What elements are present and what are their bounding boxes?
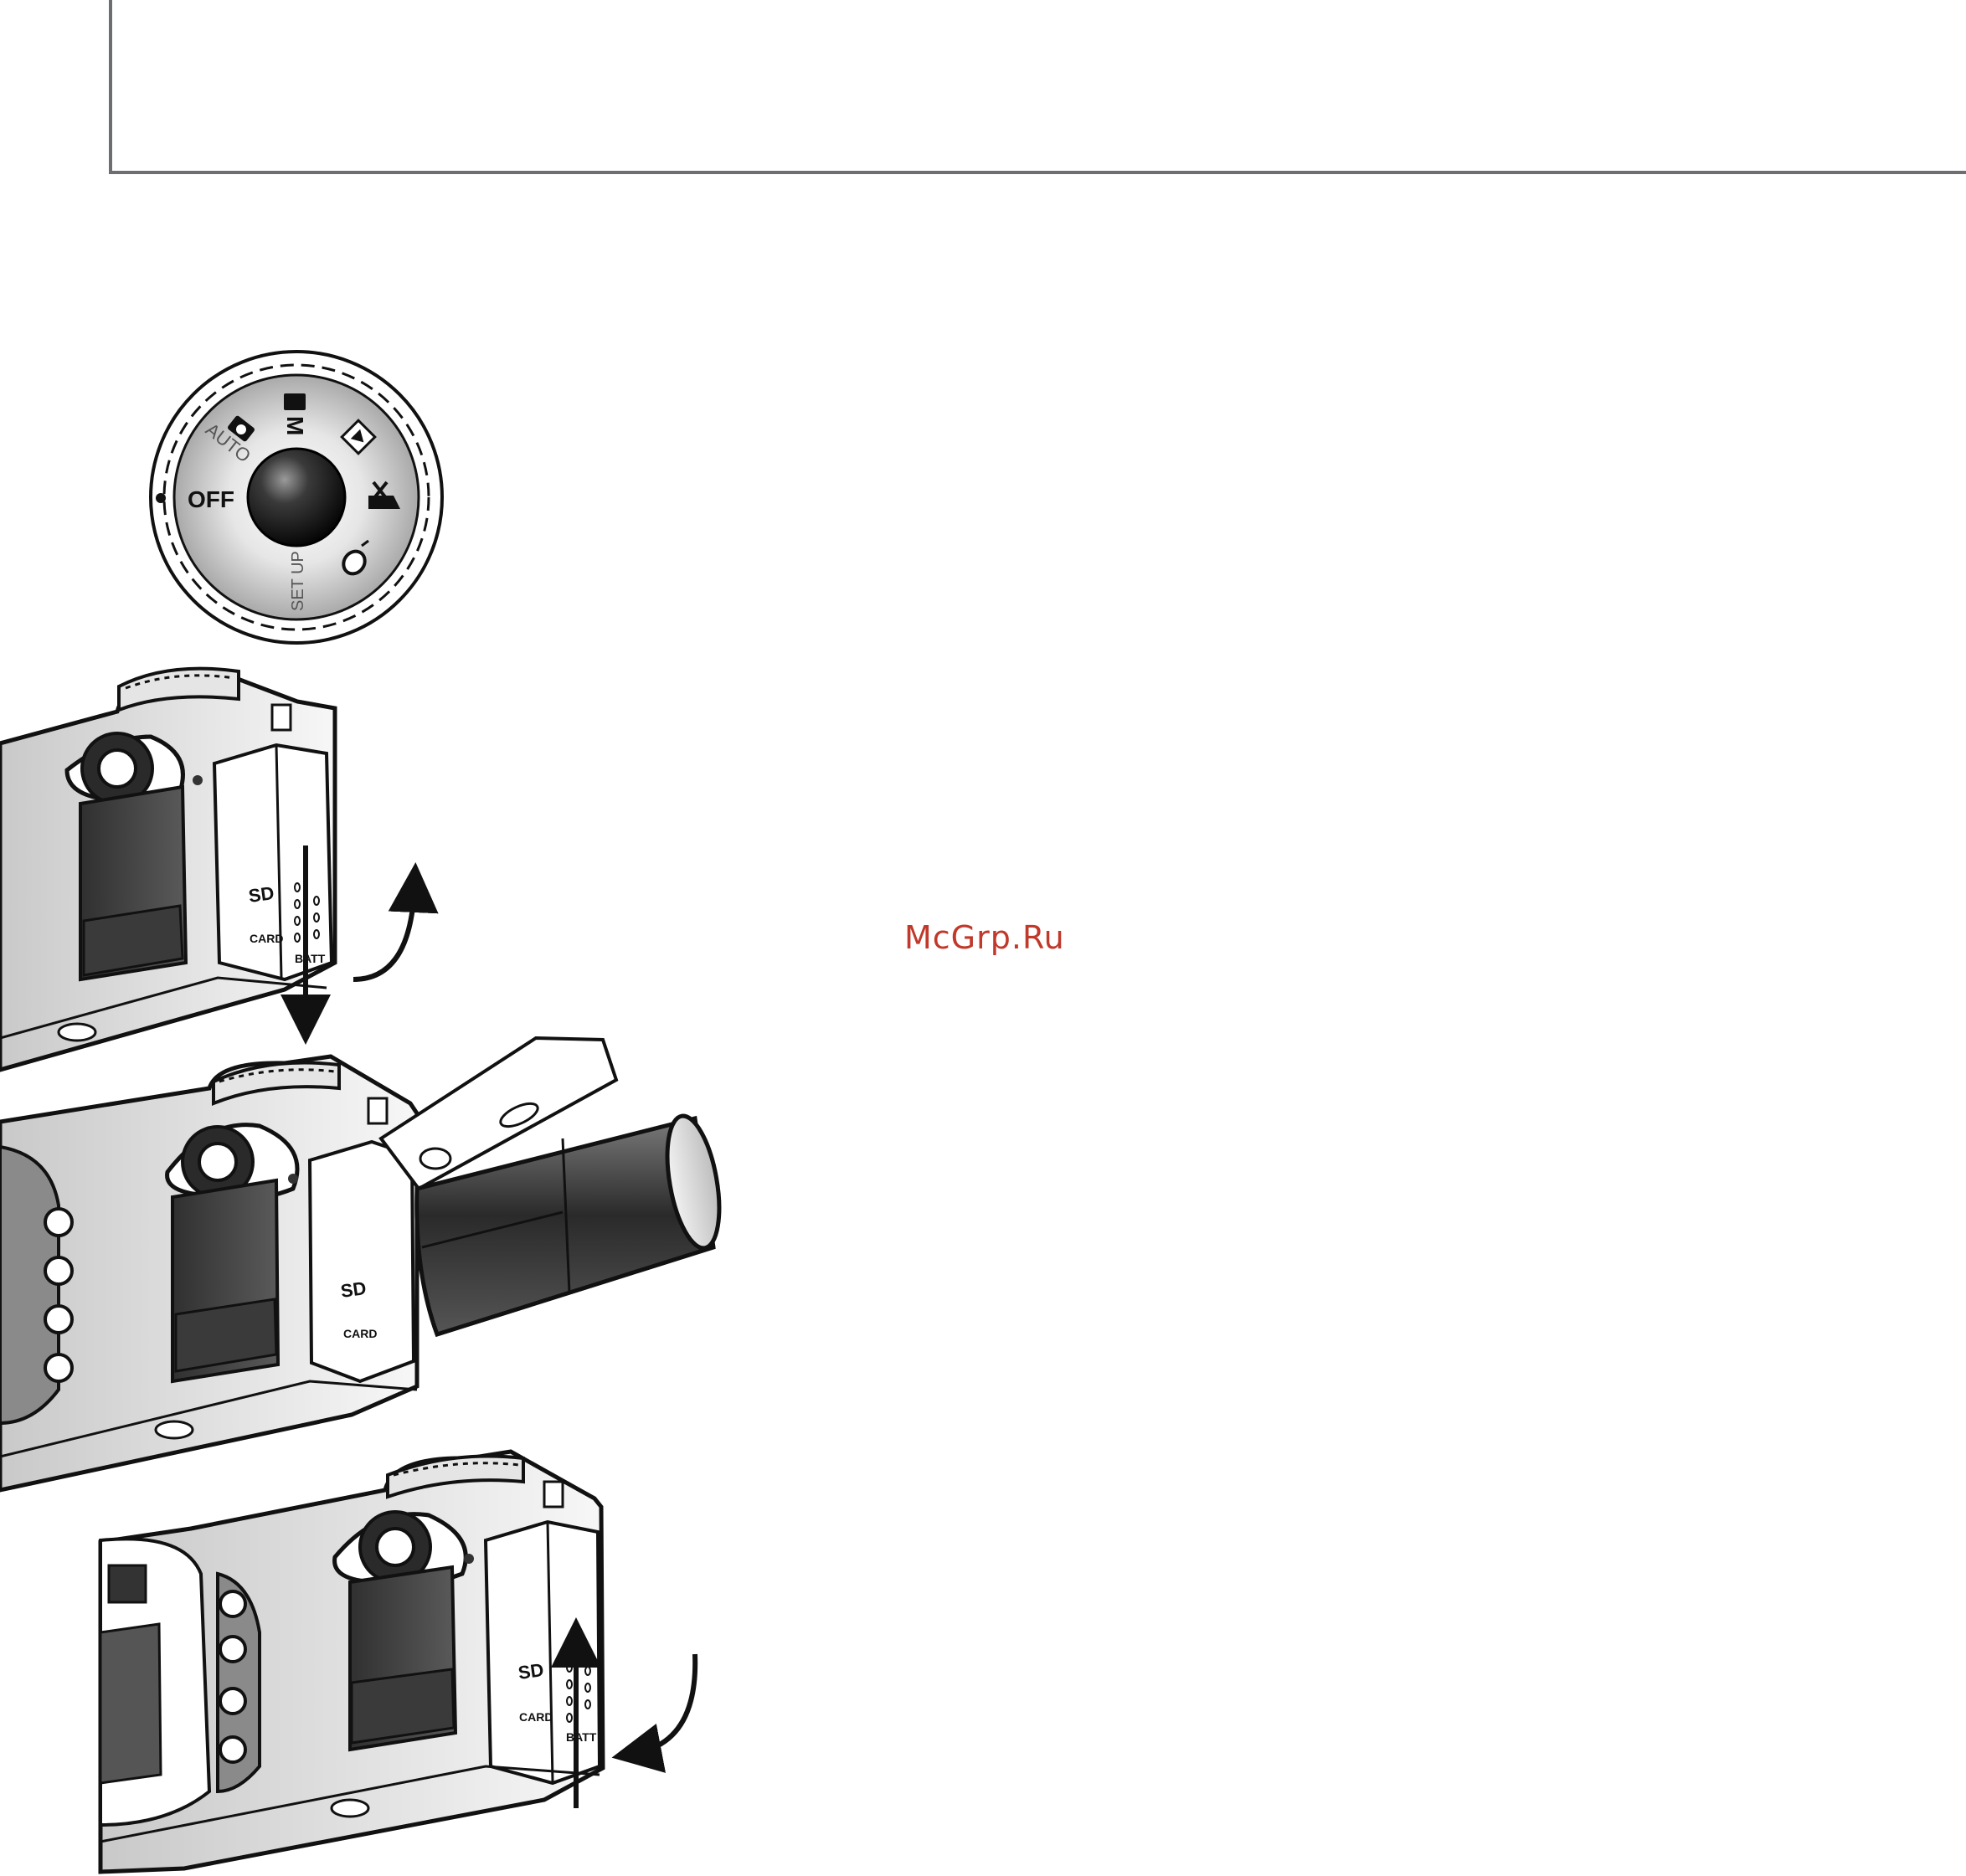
camera-step-1: SD CARD BATT <box>0 669 414 1070</box>
sd-logo: SD <box>247 882 275 907</box>
batt-label-3: BATT <box>566 1730 597 1744</box>
sd-logo-2: SD <box>339 1277 368 1302</box>
dial-manual-label: M <box>282 416 308 435</box>
sd-logo-3: SD <box>517 1659 545 1683</box>
manual-camera-icon <box>284 393 306 410</box>
card-label-1: CARD <box>250 932 283 945</box>
card-label-3: CARD <box>519 1710 553 1724</box>
close-arrow <box>636 1654 695 1753</box>
dial-knob <box>248 449 345 546</box>
watermark: McGrp.Ru <box>904 919 1065 956</box>
dial-setup-label: SET UP <box>289 551 307 611</box>
mode-dial: OFF AUTO M SET UP <box>151 352 442 643</box>
batt-label-1: BATT <box>295 952 326 965</box>
camera-step-2: SD CARD <box>0 1038 728 1490</box>
camera-step-3: SD CARD BATT <box>100 1452 695 1872</box>
dial-off-label: OFF <box>188 486 234 512</box>
open-arrow <box>353 887 414 979</box>
card-label-2: CARD <box>343 1327 377 1340</box>
dial-index-dot <box>156 493 166 503</box>
